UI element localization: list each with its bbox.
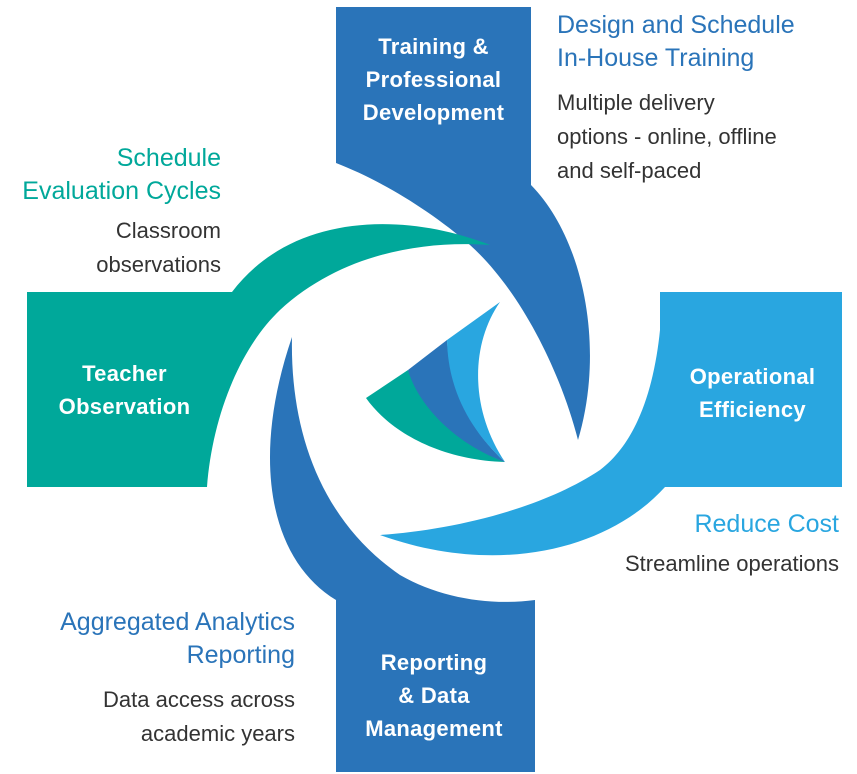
teacher-heading-line-1: Schedule — [116, 144, 221, 172]
reporting-heading-line-2: Reporting — [186, 641, 295, 669]
teacher-heading-line-2: Evaluation Cycles — [22, 177, 221, 205]
reporting-heading-line-1: Aggregated Analytics — [60, 608, 295, 636]
operational-heading: Reduce Cost — [560, 508, 839, 541]
training-block — [336, 7, 590, 440]
training-label: Training & Professional Development — [336, 30, 531, 129]
teacher-heading: Schedule Evaluation Cycles — [0, 142, 221, 208]
teacher-description: Classroom observations — [0, 214, 221, 282]
training-description: Multiple delivery options - online, offl… — [557, 86, 847, 188]
operational-description: Streamline operations — [560, 547, 839, 581]
training-description-line-1: Multiple delivery — [557, 90, 715, 115]
reporting-description-line-2: academic years — [140, 721, 295, 746]
training-label-line-2: Professional — [365, 67, 502, 92]
teacher-block — [27, 224, 490, 487]
teacher-description-line-1: Classroom — [115, 218, 221, 243]
training-heading: Design and Schedule In-House Training — [557, 9, 847, 75]
reporting-heading: Aggregated Analytics Reporting — [0, 606, 295, 672]
training-label-line-3: Development — [362, 100, 505, 125]
operational-description-line-1: Streamline operations — [624, 551, 839, 576]
reporting-label: Reporting & Data Management — [336, 646, 532, 745]
reporting-block — [269, 337, 535, 772]
training-label-line-1: Training & — [378, 34, 489, 59]
training-heading-line-2: In-House Training — [557, 44, 755, 72]
teacher-description-line-2: observations — [96, 252, 221, 277]
operational-block — [380, 292, 842, 556]
operational-label-line-2: Efficiency — [699, 397, 806, 422]
operational-label: Operational Efficiency — [665, 360, 840, 426]
training-heading-line-1: Design and Schedule — [557, 11, 795, 39]
operational-label-line-1: Operational — [689, 364, 816, 389]
training-description-line-3: and self-paced — [557, 158, 702, 183]
operational-heading-line-1: Reduce Cost — [694, 510, 839, 538]
reporting-label-line-1: Reporting — [380, 650, 488, 675]
reporting-description-line-1: Data access across — [103, 687, 295, 712]
teacher-label-line-1: Teacher — [82, 361, 167, 386]
teacher-label-line-2: Observation — [58, 394, 191, 419]
reporting-label-line-3: Management — [365, 716, 503, 741]
reporting-label-line-2: & Data — [398, 683, 470, 708]
center-petal-lightblue — [447, 302, 505, 462]
reporting-description: Data access across academic years — [0, 683, 295, 751]
teacher-label: Teacher Observation — [27, 357, 222, 423]
center-petal-blue — [408, 340, 505, 462]
training-description-line-2: options - online, offline — [557, 124, 777, 149]
